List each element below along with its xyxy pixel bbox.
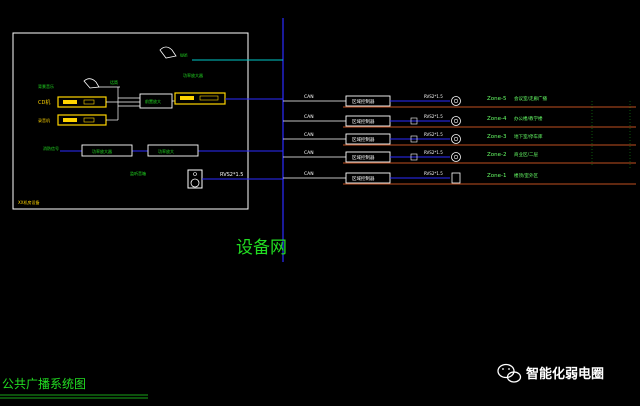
zone-cable-label: RVS2*1.5 <box>424 171 443 176</box>
can-link-label: CAN <box>304 171 314 177</box>
source-label-tape: 录音机 <box>38 117 50 123</box>
can-link-label: CAN <box>304 94 314 100</box>
can-link-label: CAN <box>304 114 314 120</box>
volume-control-icon <box>410 135 418 143</box>
zone-id: Zone-5 <box>487 96 507 102</box>
zone-description: 办公楼/教学楼 <box>514 115 543 122</box>
amp-top-label: 功率放大器 <box>183 72 203 78</box>
power-amplifier-top <box>174 92 226 105</box>
zone-description: 地下室/停车库 <box>514 133 543 140</box>
ceiling-speaker-icon <box>451 96 461 106</box>
zone-cable-label: RVS2*1.5 <box>424 94 443 99</box>
wifi-label: Wifi <box>180 53 188 58</box>
speaker-cone-icon <box>453 154 459 160</box>
zone-controller-label: 区域控制器 <box>352 175 375 182</box>
zone-controller-label: 区域控制器 <box>352 118 375 125</box>
volume-control-icon <box>410 153 418 161</box>
amp-bottom-label: 功率放大 <box>158 148 174 154</box>
control-room-frame <box>12 32 249 210</box>
source-wiring <box>98 86 140 121</box>
monitor-speaker-icon <box>187 169 203 189</box>
zone-description: 会议室/走廊广播 <box>514 95 548 102</box>
monitor-cable-label: RVS2*1.5 <box>220 172 243 178</box>
network-label: 设备网 <box>236 238 287 258</box>
ceiling-speaker-icon <box>451 134 461 144</box>
zone-rows: CAN 区域控制器 RVS2*1.5 Zone-5 会议室/走廊广播 CAN 区域控制器 RV… <box>283 94 636 185</box>
can-link-label: CAN <box>304 132 314 138</box>
ceiling-speaker-icon <box>451 152 461 162</box>
zone-controller-label: 区域控制器 <box>352 98 375 105</box>
page-title: 公共广播系统图 <box>2 377 86 391</box>
monitor-label: 监听音箱 <box>130 170 146 176</box>
speaker-cone-icon <box>453 98 459 104</box>
zone-id: Zone-1 <box>487 173 507 179</box>
zone-cable-label: RVS2*1.5 <box>424 150 443 155</box>
microphone-icon <box>83 78 100 89</box>
zone-controller-label: 区域控制器 <box>352 136 375 143</box>
control-room-label: XX机房设备 <box>18 199 39 205</box>
emergency-label: 消防信号 <box>43 145 59 151</box>
zone-id: Zone-3 <box>487 134 507 140</box>
amp-mid-label: 功率放大器 <box>92 148 112 154</box>
can-link-label: CAN <box>304 150 314 156</box>
amp-bottom-box <box>147 144 199 157</box>
tape-deck <box>57 114 107 126</box>
source-label-cd: CD机 <box>38 99 50 106</box>
zone-description: 商业区/二层 <box>514 151 539 158</box>
mic-label: 话筒 <box>110 79 118 85</box>
ceiling-speaker-icon <box>451 116 461 126</box>
speaker-cone-icon <box>453 136 459 142</box>
zone-cable-label: RVS2*1.5 <box>424 132 443 137</box>
microphone-icon-top <box>159 46 177 59</box>
zone-id: Zone-4 <box>487 116 507 122</box>
zone-controller-label: 区域控制器 <box>352 154 375 161</box>
wall-speaker-icon <box>451 172 461 184</box>
preamp-label: 前置放大 <box>145 98 161 104</box>
amp-mid-box <box>81 144 133 157</box>
source-label-bgm: 背景音乐 <box>38 83 54 89</box>
watermark-text: 智能化弱电圈 <box>526 366 604 382</box>
speaker-cone-icon <box>453 118 459 124</box>
zone-id: Zone-2 <box>487 152 507 158</box>
volume-control-icon <box>410 117 418 125</box>
wechat-icon <box>497 363 522 383</box>
zone-description: 楼顶/室外区 <box>514 172 539 179</box>
zone-cable-label: RVS2*1.5 <box>424 114 443 119</box>
cd-player <box>57 96 107 108</box>
